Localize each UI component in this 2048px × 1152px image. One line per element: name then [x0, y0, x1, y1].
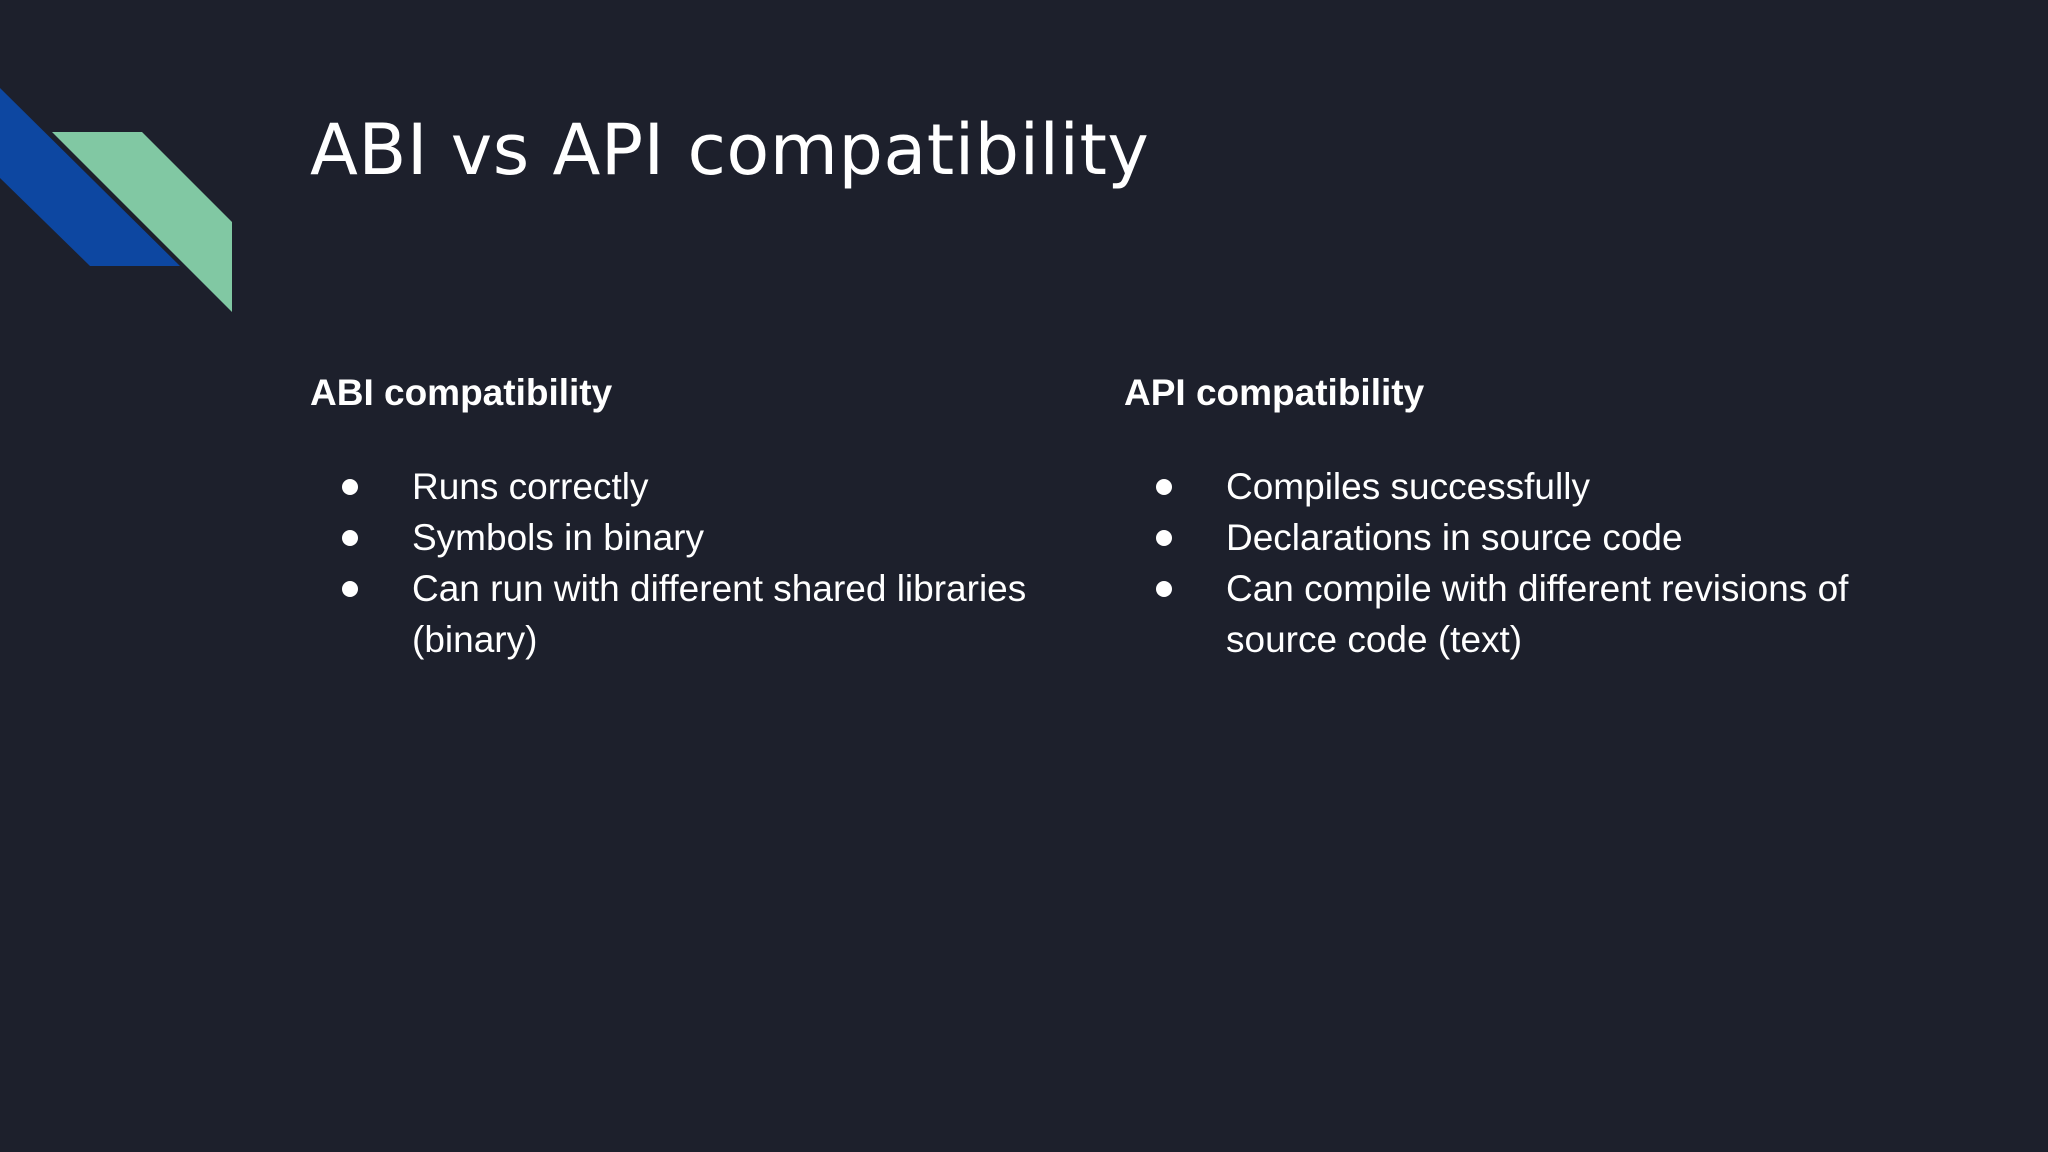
- abi-column: ABI compatibility Runs correctly Symbols…: [310, 365, 1070, 665]
- api-bullet-list: Compiles successfully Declarations in so…: [1124, 461, 1884, 665]
- abi-heading: ABI compatibility: [310, 372, 613, 413]
- bullet-icon: [1156, 479, 1172, 495]
- bullet-text: Can compile with different revisions of …: [1226, 568, 1849, 660]
- api-column: API compatibility Compiles successfully …: [1124, 365, 1884, 665]
- bullet-icon: [1156, 530, 1172, 546]
- diagonal-ribbon-decoration-icon: [0, 88, 232, 312]
- green-ribbon: [52, 132, 232, 312]
- bullet-icon: [1156, 581, 1172, 597]
- list-item: Can run with different shared libraries …: [310, 563, 1070, 665]
- blue-ribbon: [0, 88, 180, 266]
- bullet-icon: [342, 581, 358, 597]
- bullet-text: Can run with different shared libraries …: [412, 568, 1027, 660]
- slide-title: ABI vs API compatibility: [310, 109, 1150, 191]
- bullet-icon: [342, 479, 358, 495]
- abi-bullet-list: Runs correctly Symbols in binary Can run…: [310, 461, 1070, 665]
- list-item: Can compile with different revisions of …: [1124, 563, 1884, 665]
- list-item: Runs correctly: [310, 461, 1070, 512]
- api-heading: API compatibility: [1124, 372, 1425, 413]
- bullet-text: Declarations in source code: [1226, 517, 1683, 558]
- bullet-text: Compiles successfully: [1226, 466, 1590, 507]
- list-item: Compiles successfully: [1124, 461, 1884, 512]
- bullet-text: Runs correctly: [412, 466, 649, 507]
- bullet-icon: [342, 530, 358, 546]
- list-item: Declarations in source code: [1124, 512, 1884, 563]
- list-item: Symbols in binary: [310, 512, 1070, 563]
- bullet-text: Symbols in binary: [412, 517, 705, 558]
